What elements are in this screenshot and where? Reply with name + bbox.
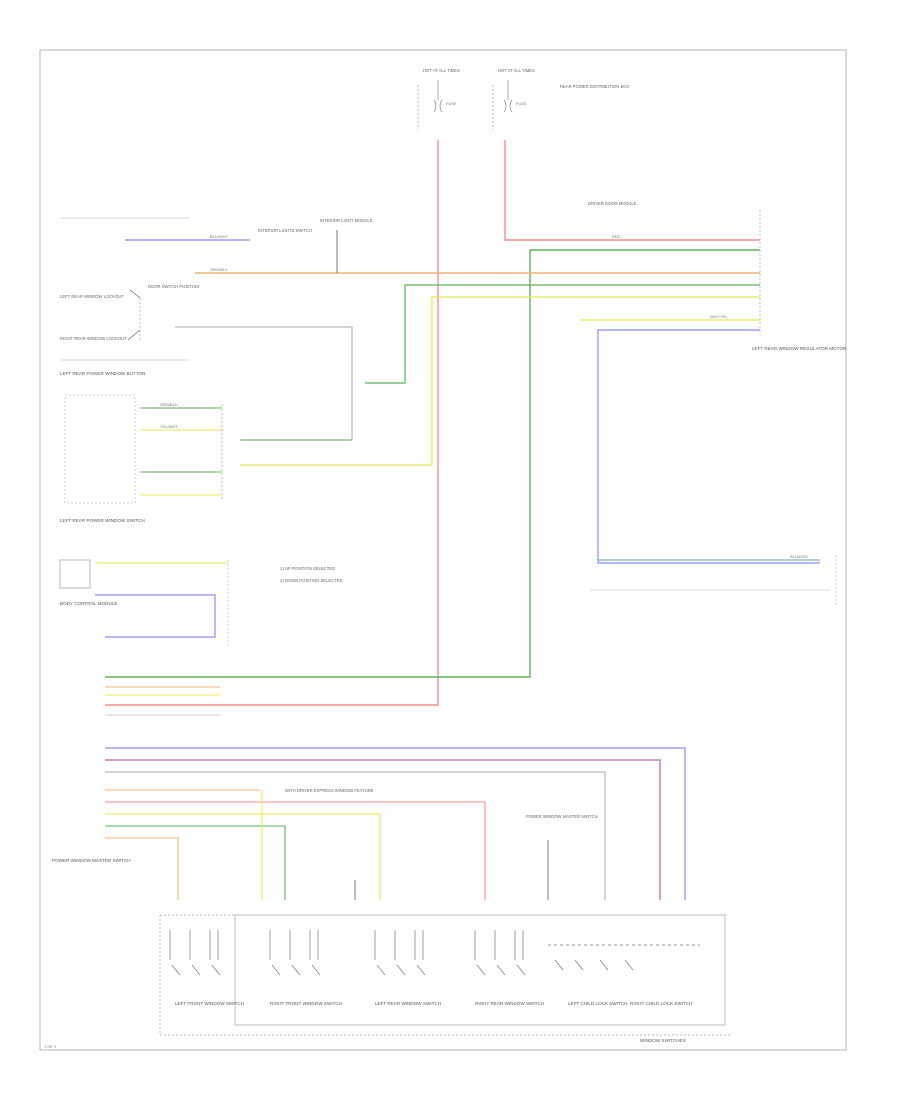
wire-label-red: RED	[612, 234, 621, 239]
fuse-note: REAR POWER DISTRIBUTION BOX	[560, 84, 630, 89]
wire-green-main	[105, 249, 760, 678]
left-rear-lockout-label: LEFT REAR WINDOW LOCKOUT	[60, 294, 124, 299]
wire-green-2	[365, 284, 760, 384]
interior-light-switch-label: INTERIOR LIGHTS SWITCH	[258, 228, 312, 233]
left-rear-switch-caption: LEFT REAR WINDOW SWITCH	[375, 1001, 441, 1006]
interior-light-module-label: INTERIOR LIGHT MODULE	[320, 218, 373, 223]
wire-gray-lockout	[175, 326, 353, 440]
right-front-switch-caption: RIGHT FRONT WINDOW SWITCH	[270, 1001, 342, 1006]
wire-label-yel-wht: YEL/WHT	[160, 424, 178, 429]
window-switches-caption-2: WINDOW SWITCHES	[640, 1038, 686, 1043]
bcm-box	[59, 559, 91, 589]
right-rear-lockout-label: RIGHT REAR WINDOW LOCKOUT	[60, 336, 127, 341]
legend-up: 1) UP POSITION SELECTED	[280, 566, 335, 571]
wire-label-org: ORG/BLK	[210, 267, 228, 272]
left-rear-regulator-caption: LEFT REAR WINDOW REGULATOR MOTOR	[752, 346, 847, 351]
hot-label-right: HOT AT ALL TIMES	[498, 68, 535, 73]
page-number: 1 OF 2	[44, 1044, 57, 1049]
wire-label-grn-blu: GRN/BLU	[160, 402, 178, 407]
wire-blue-bcm	[95, 594, 216, 638]
fuse-block-right: HOT AT ALL TIMES FUSE REAR POWER DISTRIB…	[492, 68, 630, 130]
bcm-caption: BODY CONTROL MODULE	[60, 601, 117, 606]
switch-lr	[374, 930, 426, 976]
wire-yellow-sw	[105, 813, 381, 900]
switch-rr	[474, 930, 526, 976]
switch-lf	[169, 930, 221, 976]
left-front-switch-caption: LEFT FRONT WINDOW SWITCH	[175, 1001, 244, 1006]
wire-label-blu-wht: BLU/WHT	[210, 234, 229, 239]
fuse-block-left: HOT AT ALL TIMES FUSE	[417, 68, 460, 130]
wire-label-blu-grn: BLU/GRN	[790, 554, 808, 559]
cond-driver-note: WITH DRIVER EXPRESS WINDOW FEATURE	[285, 788, 374, 793]
driver-door-module-label: DRIVER DOOR MODULE	[588, 201, 637, 206]
fuse-label-right: FUSE	[516, 101, 527, 106]
diagram-frame	[39, 49, 847, 1051]
right-rear-switch-caption: RIGHT REAR WINDOW SWITCH	[475, 1001, 544, 1006]
wire-orange-sw2	[105, 837, 179, 900]
hot-label-left: HOT AT ALL TIMES	[423, 68, 460, 73]
wire-blue-long	[105, 747, 686, 900]
switch-panel-box	[234, 914, 726, 1026]
right-child-lock-caption: RIGHT CHILD LOCK SWITCH	[630, 1001, 692, 1006]
wire-gray-long	[105, 771, 606, 900]
left-rear-pw-switch-box	[64, 394, 136, 504]
wire-green-sw	[105, 825, 286, 900]
wire-magenta-long	[105, 759, 661, 900]
wire-red-right	[504, 140, 760, 241]
wire-red-sw	[105, 801, 486, 900]
switch-child-locks	[548, 944, 700, 971]
wire-red-main	[105, 140, 439, 706]
master-switch-caption-left: POWER WINDOW MASTER SWITCH	[52, 858, 131, 863]
left-rear-pw-switch-caption: LEFT REAR POWER WINDOW SWITCH	[60, 518, 145, 523]
left-rear-pw-button-caption: LEFT REAR POWER WINDOW BUTTON	[60, 371, 145, 376]
fuse-label-left: FUSE	[446, 101, 457, 106]
left-child-lock-caption: LEFT CHILD LOCK SWITCH	[568, 1001, 627, 1006]
switch-position-label: DOOR SWITCH POSITION	[148, 284, 199, 289]
master-switch-label: POWER WINDOW MASTER SWITCH	[526, 814, 598, 819]
legend-down: 2) DOWN POSITION SELECTED	[280, 578, 343, 583]
switch-rf	[269, 930, 321, 976]
wire-yellow-2	[240, 296, 760, 466]
wire-label-wht-yel: WHT/YEL	[710, 314, 729, 319]
wire-blue-reg	[597, 329, 820, 564]
